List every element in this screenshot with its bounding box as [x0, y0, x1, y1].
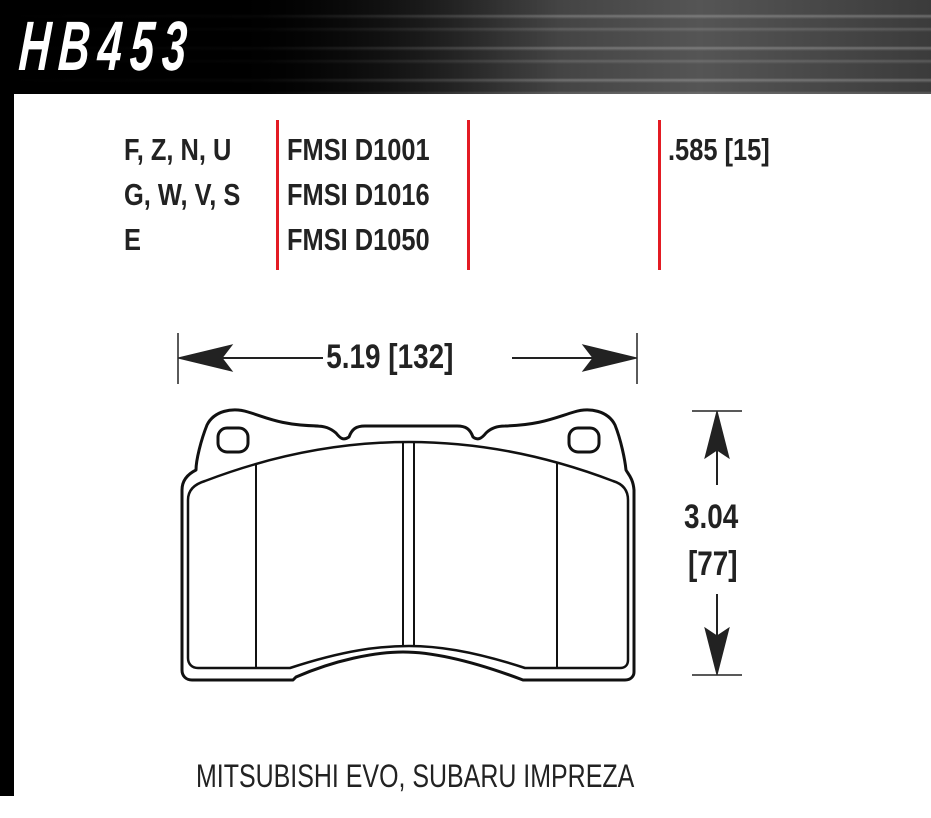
compound-line: E: [124, 222, 141, 257]
fmsi-list: FMSI D1001 FMSI D1016 FMSI D1050: [287, 127, 430, 262]
divider-line: [658, 120, 661, 270]
fmsi-line: FMSI D1001: [287, 132, 430, 167]
fmsi-line: FMSI D1016: [287, 177, 430, 212]
height-dimension-inches: 3.04: [684, 498, 739, 536]
arrow-up-icon: [704, 410, 730, 460]
divider-line: [467, 120, 470, 270]
compound-line: G, W, V, S: [124, 177, 241, 212]
header-banner: [0, 0, 931, 94]
mounting-hole-left: [216, 426, 250, 454]
backing-plate-outline: [180, 408, 636, 682]
arrow-down-icon: [704, 626, 730, 676]
compound-line: F, Z, N, U: [124, 132, 232, 167]
divider-line: [276, 120, 279, 270]
height-dimension-lines: [692, 410, 742, 676]
arrow-right-icon: [581, 344, 638, 372]
thickness-label: .585 [15]: [668, 132, 770, 167]
compound-list: F, Z, N, U G, W, V, S E: [124, 127, 240, 262]
width-dimension-label: 5.19 [132]: [323, 338, 457, 377]
friction-material-outline: [186, 440, 630, 670]
fmsi-line: FMSI D1050: [287, 222, 430, 257]
height-dimension-mm: [77]: [688, 545, 738, 583]
mounting-hole-right: [567, 426, 601, 454]
vehicle-application: MITSUBISHI EVO, SUBARU IMPREZA: [196, 758, 635, 794]
arrow-left-icon: [177, 344, 234, 372]
width-dimension-lines: [177, 333, 638, 384]
part-number-title: HB453: [16, 7, 198, 85]
left-accent-bar: [0, 94, 14, 796]
